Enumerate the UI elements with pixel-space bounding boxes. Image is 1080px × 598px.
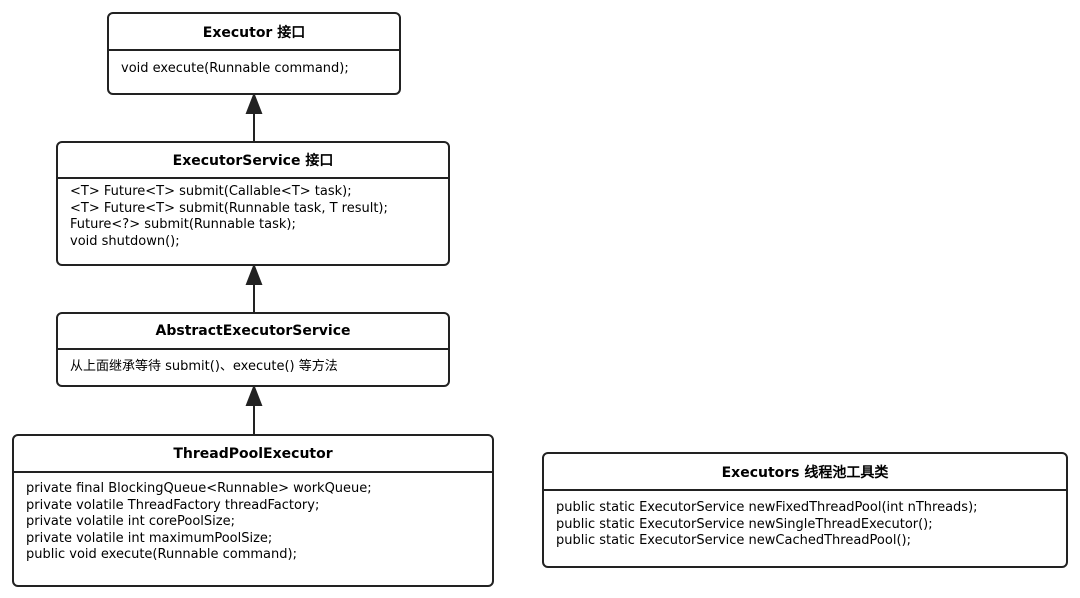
executors-utility-box: Executors 线程池工具类 public static ExecutorS… — [542, 452, 1068, 568]
member-line: private final BlockingQueue<Runnable> wo… — [26, 481, 372, 496]
abstractexecutorservice-members: 从上面继承等待 submit()、execute() 等方法 — [58, 350, 448, 380]
member-line: void shutdown(); — [70, 233, 180, 249]
member-line: 从上面继承等待 submit()、execute() 等方法 — [70, 359, 338, 374]
member-line: <T> Future<T> submit(Callable<T> task); — [70, 184, 352, 199]
executor-interface-box: Executor 接口 void execute(Runnable comman… — [107, 12, 401, 95]
member-line: public static ExecutorService newCachedT… — [556, 533, 911, 548]
member-line: public static ExecutorService newSingleT… — [556, 516, 933, 532]
member-line: private volatile ThreadFactory threadFac… — [26, 497, 320, 513]
member-line: private volatile int corePoolSize; — [26, 514, 235, 529]
executors-utility-members: public static ExecutorService newFixedTh… — [544, 491, 1066, 554]
threadpoolexecutor-title: ThreadPoolExecutor — [14, 436, 492, 473]
member-line: public static ExecutorService newFixedTh… — [556, 500, 978, 515]
member-line: public void execute(Runnable command); — [26, 547, 297, 562]
threadpoolexecutor-box: ThreadPoolExecutor private final Blockin… — [12, 434, 494, 587]
arrow-abstract-to-executorservice-head — [245, 263, 263, 285]
member-line: Future<?> submit(Runnable task); — [70, 217, 296, 232]
member-line: void execute(Runnable command); — [121, 61, 349, 76]
arrow-threadpool-to-abstract-head — [245, 384, 263, 406]
abstractexecutorservice-box: AbstractExecutorService 从上面继承等待 submit()… — [56, 312, 450, 387]
executor-interface-members: void execute(Runnable command); — [109, 51, 399, 82]
member-line: <T> Future<T> submit(Runnable task, T re… — [70, 200, 388, 216]
executor-interface-title: Executor 接口 — [109, 14, 399, 51]
arrow-executorservice-to-executor-head — [245, 92, 263, 114]
executorservice-interface-title: ExecutorService 接口 — [58, 143, 448, 179]
executorservice-interface-members: <T> Future<T> submit(Callable<T> task); … — [58, 179, 448, 254]
executorservice-interface-box: ExecutorService 接口 <T> Future<T> submit(… — [56, 141, 450, 266]
member-line: private volatile int maximumPoolSize; — [26, 530, 273, 546]
executors-utility-title: Executors 线程池工具类 — [544, 454, 1066, 491]
abstractexecutorservice-title: AbstractExecutorService — [58, 314, 448, 350]
threadpoolexecutor-members: private final BlockingQueue<Runnable> wo… — [14, 473, 492, 568]
